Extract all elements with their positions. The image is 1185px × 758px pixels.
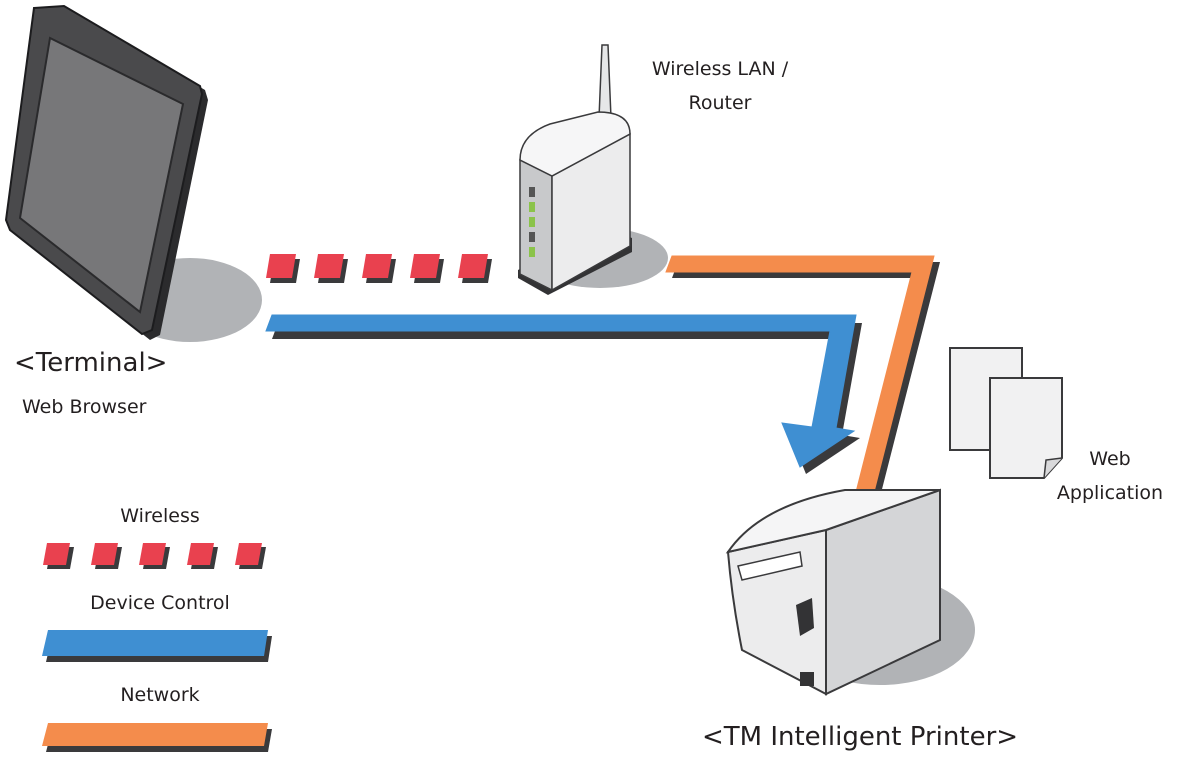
- printer-title: <TM Intelligent Printer>: [701, 722, 1019, 752]
- legend: [42, 543, 272, 752]
- legend-network-label: Network: [120, 684, 200, 706]
- document-icon: [989, 377, 1063, 479]
- legend-device-control-label: Device Control: [90, 592, 230, 614]
- wireless-square: [266, 254, 300, 283]
- legend-device-control-swatch: [42, 630, 272, 662]
- wireless-square: [314, 254, 348, 283]
- printer-icon: [725, 488, 941, 696]
- legend-wireless-swatch: [43, 543, 266, 569]
- device-control-connection: [265, 314, 862, 474]
- wireless-square: [410, 254, 444, 283]
- router-label-line2: Router: [688, 92, 752, 114]
- wireless-square: [458, 254, 492, 283]
- legend-wireless-label: Wireless: [120, 505, 200, 527]
- web-app-label-line2: Application: [1056, 482, 1164, 504]
- wireless-connection: [266, 254, 492, 283]
- router-icon: [518, 44, 632, 295]
- web-app-label-line1: Web: [1089, 448, 1131, 470]
- terminal-subtitle: Web Browser: [22, 396, 147, 418]
- router-label-line1: Wireless LAN /: [651, 58, 789, 80]
- tablet-icon: [4, 4, 208, 340]
- wireless-square: [362, 254, 396, 283]
- terminal-title: <Terminal>: [14, 348, 168, 378]
- legend-network-swatch: [42, 723, 272, 752]
